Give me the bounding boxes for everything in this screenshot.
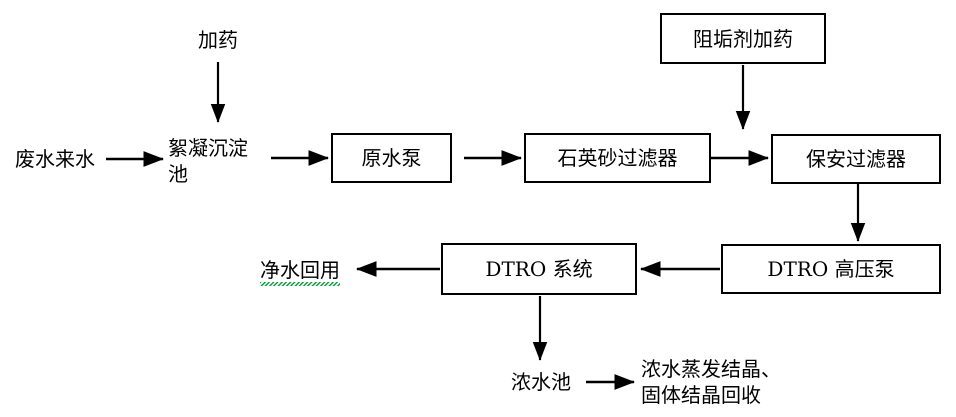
node-purified-water-reuse[interactable]: 净水回用 xyxy=(251,254,349,286)
node-evaporation-crystallization[interactable]: 浓水蒸发结晶、 固体结晶回收 xyxy=(641,357,781,407)
node-concentrate-tank[interactable]: 浓水池 xyxy=(511,370,571,394)
purified-water-reuse-label: 净水回用 xyxy=(260,258,340,286)
node-dosing[interactable]: 加药 xyxy=(198,28,238,52)
node-dtro-system[interactable]: DTRO 系统 xyxy=(441,243,637,295)
node-dtro-high-pressure-pump[interactable]: DTRO 高压泵 xyxy=(721,244,941,294)
node-coagulation-sedimentation-tank[interactable]: 絮凝沉淀 池 xyxy=(168,136,248,186)
node-antiscalant-dosing[interactable]: 阻垢剂加药 xyxy=(660,13,826,64)
node-quartz-sand-filter[interactable]: 石英砂过滤器 xyxy=(524,133,711,183)
node-wastewater-inflow[interactable]: 废水来水 xyxy=(15,147,95,171)
node-security-filter[interactable]: 保安过滤器 xyxy=(771,134,941,184)
node-raw-water-pump[interactable]: 原水泵 xyxy=(331,133,452,183)
